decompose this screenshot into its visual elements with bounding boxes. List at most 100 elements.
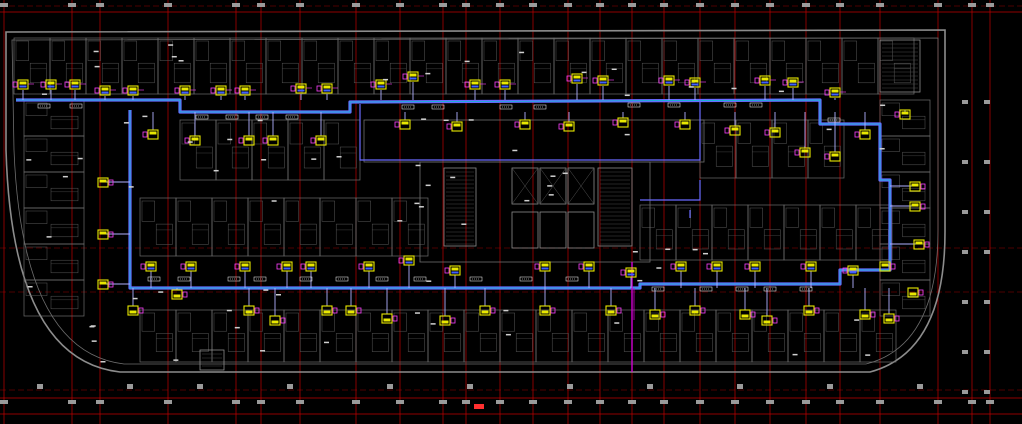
elevator-cross [567, 167, 595, 205]
fan-coil-unit [269, 315, 281, 326]
bathroom [821, 207, 835, 228]
unit-tag [920, 203, 926, 210]
fan-coil-outlet [789, 83, 797, 86]
axis-marker [962, 390, 968, 394]
bed [902, 295, 926, 310]
fan-coil-coil [129, 87, 137, 91]
fan-coil-coil [129, 310, 137, 314]
fan-coil-coil [691, 310, 699, 314]
room-annotation [826, 128, 832, 131]
fan-coil-unit [749, 261, 761, 272]
duct-size-tag [827, 117, 841, 123]
room-annotation [524, 199, 530, 202]
axis-marker [984, 100, 990, 104]
room-annotation [414, 312, 420, 314]
room-annotation [581, 71, 587, 74]
duct-size-tag [195, 114, 209, 120]
bed [605, 62, 623, 84]
fan-coil-outlet [573, 79, 581, 82]
fan-coil-outlet [147, 267, 155, 270]
unit-tag [814, 307, 820, 314]
fan-coil-outlet [283, 267, 291, 270]
bathroom [339, 40, 353, 61]
bathroom [663, 40, 677, 61]
room-annotation [257, 119, 263, 122]
core-duct [640, 180, 701, 218]
room-annotation [550, 175, 556, 177]
duct-size-tag [413, 276, 427, 282]
axis-marker [962, 210, 968, 214]
room-annotation [512, 149, 518, 152]
fan-coil-outlet [47, 85, 55, 88]
fan-coil-outlet [849, 271, 857, 274]
bathroom [411, 40, 425, 61]
fan-coil-coil [149, 131, 157, 135]
bed [371, 333, 389, 352]
room-annotation [461, 223, 467, 225]
room-annotation [505, 333, 511, 336]
fan-coil-outlet [217, 91, 225, 94]
bathroom [25, 174, 48, 188]
room-annotation [614, 322, 620, 324]
room-annotation [421, 118, 427, 120]
bed [227, 333, 245, 352]
bed [389, 62, 407, 84]
bed [303, 146, 321, 169]
fan-coil-unit [909, 181, 921, 192]
bathroom [393, 312, 407, 332]
room-annotation [418, 206, 424, 208]
axis-marker [876, 400, 884, 404]
unit-tag [750, 311, 756, 318]
duct-size-tag [565, 276, 579, 282]
fan-coil-unit [597, 75, 609, 86]
bed [191, 223, 209, 245]
axis-marker [660, 3, 668, 7]
bathroom [749, 207, 763, 228]
bathroom [447, 40, 461, 61]
fan-coil-unit [739, 309, 751, 320]
fan-coil-coil [323, 310, 331, 314]
bathroom [195, 40, 209, 61]
bathroom [123, 40, 137, 61]
fan-coil-coil [881, 263, 889, 267]
fan-coil-coil [217, 87, 225, 91]
room-annotation [263, 289, 269, 291]
unit-tag [612, 119, 618, 126]
scale-marker [474, 404, 484, 409]
bathroom [25, 282, 48, 296]
fan-coil-unit [321, 83, 333, 94]
elevator-shaft [567, 167, 595, 205]
unit-tag [684, 79, 690, 86]
fan-coil-coil [763, 320, 771, 324]
fan-coil-coil [241, 87, 249, 91]
building-outline-inner [11, 37, 939, 365]
axis-marker [934, 3, 942, 7]
fan-coil-outlet [297, 89, 305, 92]
duct-size-tag [335, 276, 349, 282]
bathroom [861, 312, 875, 332]
unit-tag [332, 307, 338, 314]
unit-tag [290, 85, 296, 92]
room-annotation [168, 44, 174, 46]
fan-coil-coil [861, 131, 869, 135]
unit-tag [920, 183, 926, 190]
bed [227, 223, 245, 245]
unit-tag [12, 81, 18, 88]
axis-marker [462, 400, 470, 404]
duct-size-tag [37, 103, 51, 109]
bathroom [717, 312, 731, 332]
bed [263, 333, 281, 352]
bathroom [591, 40, 605, 61]
unit-tag [550, 307, 556, 314]
fan-coil-coil [241, 263, 249, 267]
unit-tag [890, 263, 896, 270]
fan-coil-unit [375, 79, 387, 90]
unit-tag [210, 87, 216, 94]
room-annotation [879, 147, 885, 150]
bathroom [645, 312, 659, 332]
bed [857, 62, 875, 84]
bathroom [213, 312, 227, 332]
duct-size-tag [431, 104, 445, 110]
bed [245, 62, 263, 84]
unit-tag [794, 149, 800, 156]
